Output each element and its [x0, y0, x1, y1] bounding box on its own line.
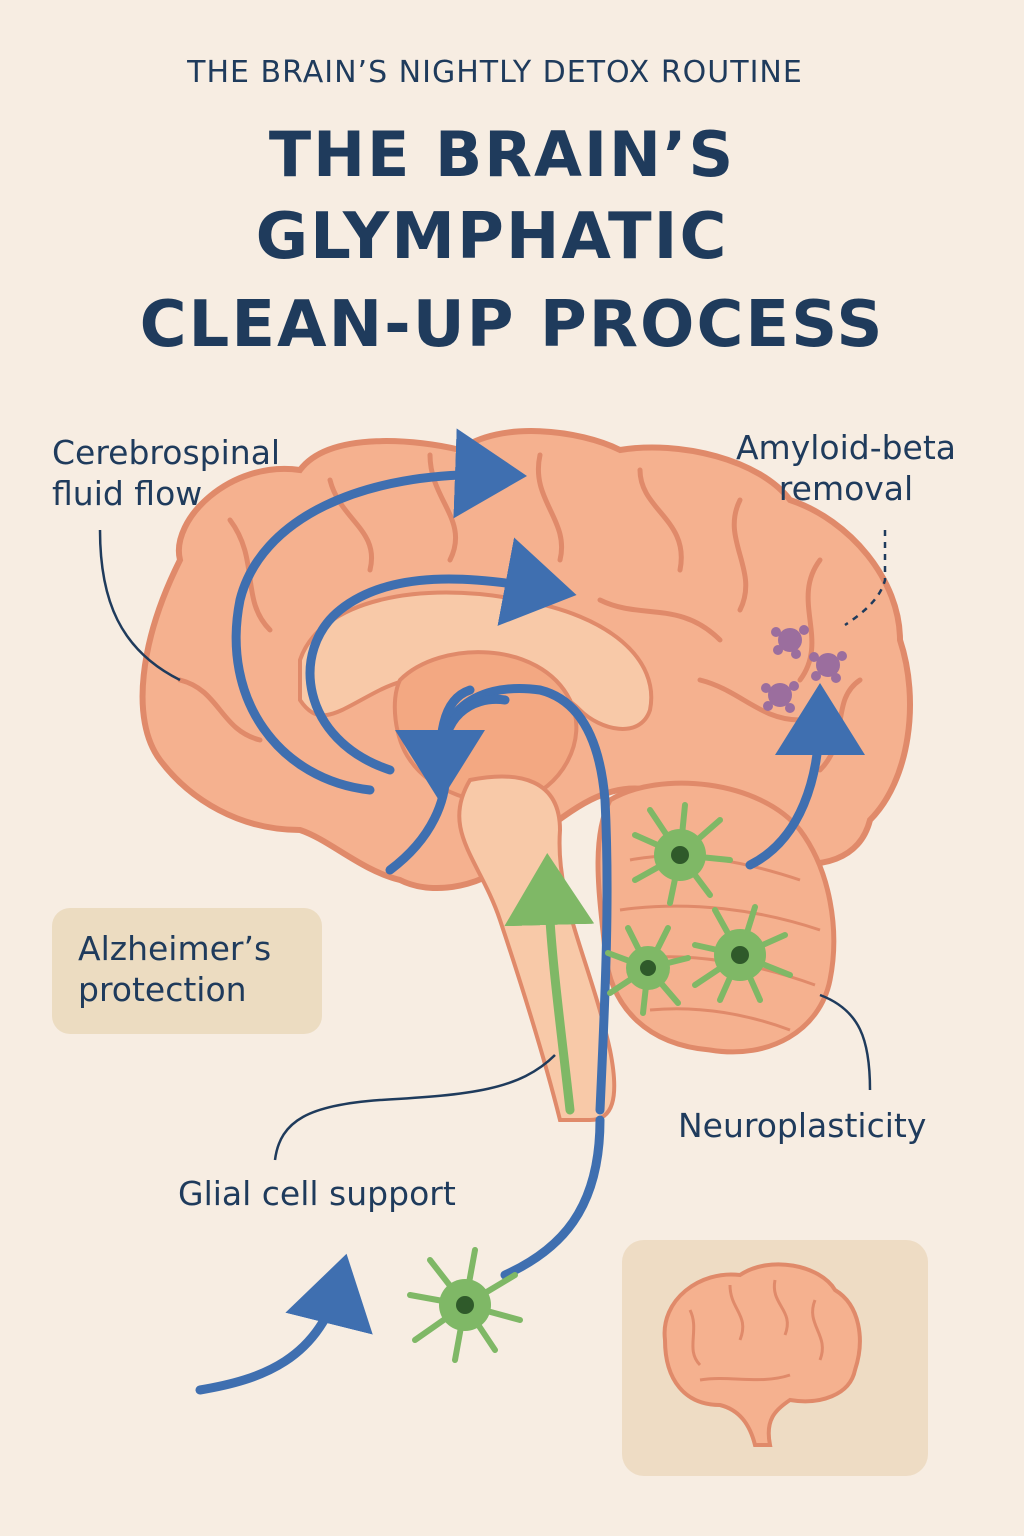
flow-arrow-2 [305, 537, 577, 775]
flow-arrow-7 [500, 1115, 605, 1280]
flow-arrow-6 [195, 1253, 373, 1395]
glial-support-label: Glial cell support [178, 1174, 456, 1213]
glial-cell-icon [407, 802, 793, 1363]
flow-arrow-1 [231, 428, 527, 795]
title-line-2: GLYMPHATIC [255, 200, 729, 274]
flow-arrow-4b [395, 685, 486, 802]
leader-lines [98, 529, 887, 1161]
brain-icon [662, 1262, 862, 1447]
alzheimers-box: Alzheimer’s protection [52, 908, 322, 1034]
title-line-1: THE BRAIN’S [268, 118, 736, 191]
title-line-3: CLEAN-UP PROCESS [139, 288, 885, 362]
neuroplasticity-label: Neuroplasticity [678, 1106, 927, 1145]
amyloid-removal-label: Amyloid-beta removal [735, 428, 957, 509]
kicker-text: THE BRAIN’S NIGHTLY DETOX ROUTINE [187, 55, 803, 90]
glial-flow-arrow [504, 853, 595, 1115]
csf-flow-arrows [195, 428, 865, 1395]
brainstem [457, 774, 617, 1122]
csf-flow-label: Cerebrospinal fluid flow [52, 433, 281, 514]
alzheimers-label: Alzheimer’s protection [78, 929, 272, 1010]
amyloid-plaque-icon [761, 625, 847, 713]
flow-arrow-5 [745, 683, 865, 870]
